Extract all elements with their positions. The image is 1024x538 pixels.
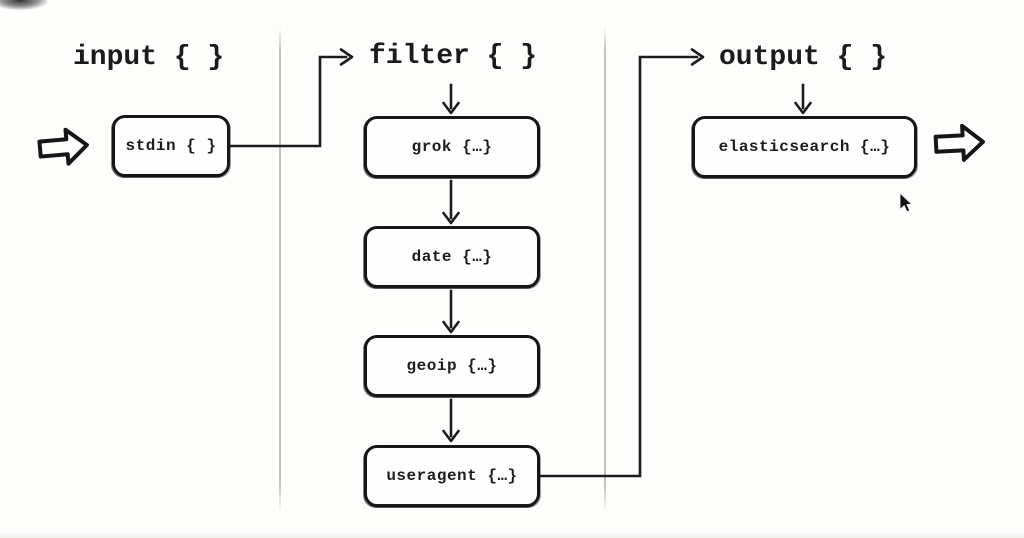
connector-output-to-elasticsearch bbox=[794, 83, 812, 115]
arrowhead-down-icon bbox=[442, 101, 460, 115]
arrowhead-down-icon bbox=[442, 211, 460, 225]
stdin-plugin-label: stdin { } bbox=[125, 137, 217, 155]
elasticsearch-plugin-box: elasticsearch {…} bbox=[692, 116, 917, 178]
grok-plugin-box: grok {…} bbox=[364, 116, 540, 178]
connector-stdin-to-filter bbox=[228, 48, 354, 148]
mouse-cursor-icon bbox=[899, 191, 913, 213]
useragent-plugin-box: useragent {…} bbox=[364, 445, 540, 507]
connector-useragent-to-output bbox=[538, 48, 705, 478]
date-plugin-label: date {…} bbox=[411, 248, 493, 266]
filter-stage-heading: filter { } bbox=[369, 41, 538, 72]
stdin-plugin-box: stdin { } bbox=[112, 115, 230, 177]
connector-date-to-geoip bbox=[442, 289, 460, 334]
grok-plugin-label: grok {…} bbox=[411, 138, 493, 156]
connector-grok-to-date bbox=[442, 179, 460, 225]
input-stage-heading: input { } bbox=[73, 42, 225, 73]
geoip-plugin-label: geoip {…} bbox=[406, 357, 498, 375]
arrowhead-right-icon bbox=[339, 48, 354, 66]
arrowhead-down-icon bbox=[442, 429, 460, 443]
arrowhead-down-icon bbox=[794, 101, 812, 115]
geoip-plugin-box: geoip {…} bbox=[364, 335, 540, 397]
date-plugin-box: date {…} bbox=[364, 226, 540, 288]
arrowhead-right-icon bbox=[690, 48, 705, 66]
elasticsearch-plugin-label: elasticsearch {…} bbox=[718, 138, 891, 156]
stage-separator-input-filter bbox=[279, 27, 281, 513]
corner-artifact bbox=[0, 0, 48, 10]
connector-geoip-to-useragent bbox=[442, 398, 460, 443]
connector-filter-to-grok bbox=[442, 83, 460, 115]
arrowhead-down-icon bbox=[442, 320, 460, 334]
outflow-block-arrow-icon bbox=[933, 123, 985, 162]
stage-separator-filter-output bbox=[604, 27, 606, 513]
inflow-block-arrow-icon bbox=[37, 127, 89, 166]
output-stage-heading: output { } bbox=[719, 42, 888, 73]
useragent-plugin-label: useragent {…} bbox=[386, 467, 518, 485]
